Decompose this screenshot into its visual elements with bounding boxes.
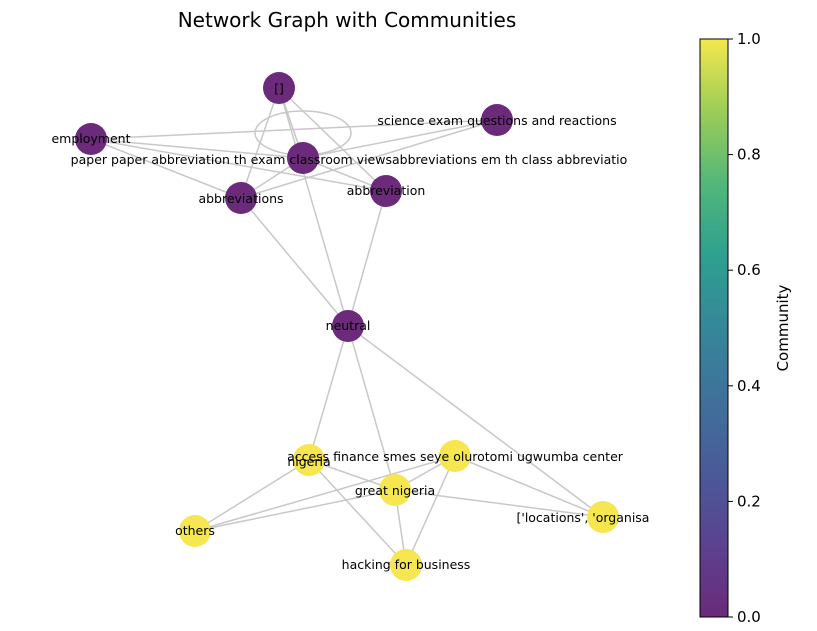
colorbar-tick-label: 0.2 xyxy=(737,492,761,510)
node-hacking[interactable] xyxy=(390,549,422,581)
node-science[interactable] xyxy=(481,104,513,136)
nodes-layer xyxy=(75,72,619,581)
edge-science-paper xyxy=(302,119,498,159)
edge-access-others xyxy=(194,455,456,532)
node-label-science: science exam questions and reactions xyxy=(377,113,616,128)
node-label-paper: paper paper abbreviation th exam classro… xyxy=(71,152,628,167)
edge-great-others xyxy=(194,489,396,532)
node-label-neutral: neutral xyxy=(326,318,371,333)
edge-access-hacking xyxy=(405,455,456,566)
labels-layer: [] science exam questions and reactions em… xyxy=(51,81,649,572)
colorbar-ticks: 0.0 0.2 0.4 0.6 0.8 1.0 xyxy=(728,30,761,626)
edge-abbreviation-neutral xyxy=(347,190,387,327)
colorbar: 0.0 0.2 0.4 0.6 0.8 1.0 Community xyxy=(699,30,792,626)
node-label-employment: employment xyxy=(51,131,130,146)
node-paper[interactable] xyxy=(287,142,319,174)
edge-brackets-neutral xyxy=(278,87,349,327)
colorbar-tick-label: 0.8 xyxy=(737,146,761,164)
node-label-hacking: hacking for business xyxy=(342,557,471,572)
colorbar-tick-label: 0.6 xyxy=(737,261,761,279)
node-label-others: others xyxy=(175,523,215,538)
node-label-abbreviation: abbreviation xyxy=(347,183,426,198)
node-neutral[interactable] xyxy=(332,310,364,342)
graph-plot-area: [] science exam questions and reactions em… xyxy=(51,72,649,581)
edge-access-locations xyxy=(454,455,604,518)
node-access[interactable] xyxy=(439,440,471,472)
node-abbreviation[interactable] xyxy=(370,175,402,207)
edge-nigeria-hacking xyxy=(308,459,407,566)
node-nigeria[interactable] xyxy=(293,444,325,476)
edge-employment-abbreviation xyxy=(90,138,387,192)
colorbar-tick-label: 0.4 xyxy=(737,377,761,395)
colorbar-label: Community xyxy=(774,284,792,371)
edge-science-abbreviations xyxy=(240,119,498,199)
node-abbreviations[interactable] xyxy=(225,182,257,214)
node-label-access: access finance smes seye olurotomi ugwum… xyxy=(287,449,624,464)
node-brackets[interactable] xyxy=(263,72,295,104)
edge-employment-abbreviations xyxy=(90,138,242,199)
node-label-brackets: [] xyxy=(274,81,284,96)
edge-employment-paper xyxy=(90,138,304,159)
node-label-abbreviations: abbreviations xyxy=(198,191,283,206)
edge-abbreviations-neutral xyxy=(240,197,349,327)
colorbar-gradient xyxy=(699,38,729,618)
edge-science-employment xyxy=(90,119,498,140)
chart-title: Network Graph with Communities xyxy=(178,8,517,32)
node-label-locations: ['locations', 'organisa xyxy=(517,510,650,525)
colorbar-tick-label: 1.0 xyxy=(737,30,761,48)
node-locations[interactable] xyxy=(587,501,619,533)
edge-neutral-great xyxy=(347,325,396,491)
node-employment[interactable] xyxy=(75,123,107,155)
node-label-great: great nigeria xyxy=(355,483,435,498)
node-great[interactable] xyxy=(379,474,411,506)
node-label-nigeria: nigeria xyxy=(287,454,330,469)
node-others[interactable] xyxy=(179,515,211,547)
edge-neutral-nigeria xyxy=(308,325,349,461)
edge-great-locations xyxy=(394,489,604,518)
edge-nigeria-others xyxy=(194,459,310,532)
colorbar-tick-label: 0.0 xyxy=(737,608,761,626)
edge-neutral-locations xyxy=(347,325,604,518)
edge-brackets-abbreviation xyxy=(278,87,387,192)
